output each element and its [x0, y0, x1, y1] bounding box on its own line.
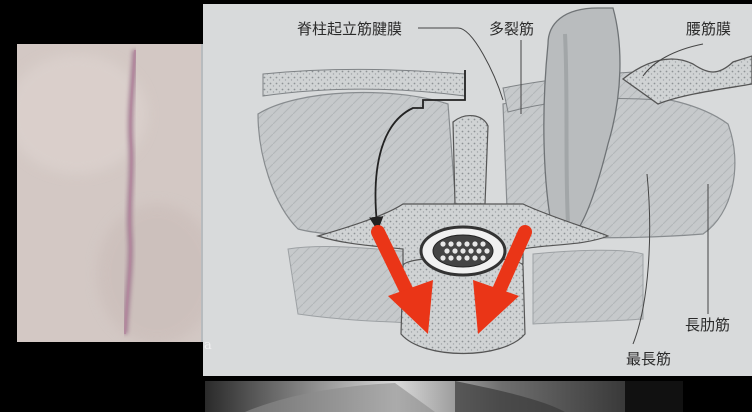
- label-longissimus: 最長筋: [626, 348, 671, 369]
- nerve-rootlet: [460, 248, 465, 253]
- nerve-rootlet: [456, 255, 461, 260]
- nerve-rootlet: [468, 248, 473, 253]
- nerve-rootlet: [440, 241, 445, 246]
- xray-image-art: [205, 381, 683, 412]
- nerve-rootlet: [448, 255, 453, 260]
- nerve-rootlet: [464, 241, 469, 246]
- nerve-rootlet: [452, 248, 457, 253]
- nerve-rootlet: [464, 255, 469, 260]
- nerve-rootlet: [448, 241, 453, 246]
- anatomy-diagram-art: [203, 4, 752, 376]
- nerve-rootlet: [472, 241, 477, 246]
- xray-image: [205, 381, 683, 412]
- anatomy-diagram: 脊柱起立筋腱膜 多裂筋 腰筋膜 長肋筋 最長筋: [203, 4, 752, 376]
- nerve-rootlet: [444, 248, 449, 253]
- figure-letter: a: [204, 338, 212, 353]
- nerve-rootlet: [476, 248, 481, 253]
- nerve-rootlet: [480, 241, 485, 246]
- nerve-rootlet: [456, 241, 461, 246]
- label-lumbar-fascia: 腰筋膜: [686, 18, 731, 39]
- nerve-rootlet: [440, 255, 445, 260]
- label-multifidus: 多裂筋: [489, 18, 534, 39]
- nerve-rootlet: [484, 248, 489, 253]
- nerve-rootlet: [472, 255, 477, 260]
- label-erector-spinae-fascia: 脊柱起立筋腱膜: [297, 18, 402, 39]
- nerve-rootlet: [480, 255, 485, 260]
- spinous-process: [453, 116, 488, 204]
- label-iliocostalis: 長肋筋: [685, 314, 730, 335]
